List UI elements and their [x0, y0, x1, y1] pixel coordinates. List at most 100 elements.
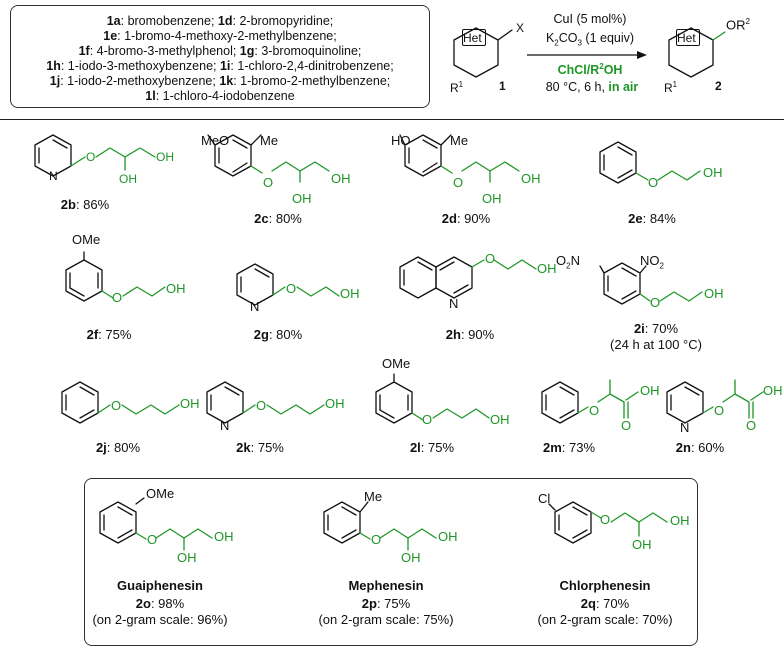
structure-2h	[399, 256, 537, 299]
legend-line-4: 1h: 1-iodo-3-methoxybenzene; 1i: 1-chlor…	[11, 59, 429, 73]
me-label-2d: Me	[450, 133, 469, 148]
oh2-label-2o: OH	[214, 529, 234, 544]
o-label-2i: O	[650, 295, 661, 310]
condition-base: K2CO3 (1 equiv)	[545, 31, 635, 48]
svg-text:N: N	[49, 169, 58, 183]
o-label-2l: O	[422, 412, 433, 427]
caption-2i: 2i: 70%	[633, 321, 679, 336]
legend-line-3: 1f: 4-bromo-3-methylphenol; 1g: 3-bromoq…	[11, 44, 429, 58]
ome-label-2o: OMe	[146, 486, 175, 501]
structure-2l	[375, 373, 490, 424]
caption-2o: 2o: 98%	[135, 596, 185, 611]
legend-id: 1e	[103, 29, 118, 43]
n-label-2k: N	[220, 418, 230, 433]
oh-label-2e: OH	[703, 165, 723, 180]
product-number: 2	[715, 79, 722, 93]
legend-line-2: 1e: 1-bromo-4-methoxy-2-methylbenzene;	[11, 29, 429, 43]
o-label-2d: O	[453, 175, 464, 190]
name-2q: Chlorphenesin	[559, 578, 651, 593]
me-label-2p: Me	[364, 489, 383, 504]
oh-label-2q: OH	[632, 537, 652, 552]
structure-2e	[599, 141, 701, 184]
no2-right-label-2i: NO2	[640, 253, 664, 271]
structure-2j	[61, 381, 180, 424]
caption-2m: 2m: 73%	[542, 440, 596, 455]
caption-2k: 2k: 75%	[236, 440, 284, 455]
caption-2p: 2p: 75%	[361, 596, 411, 611]
o2-label-2n: O	[746, 418, 757, 433]
o-label-2c: O	[263, 175, 274, 190]
legend-id: 1f	[78, 44, 90, 58]
structure-2d	[399, 134, 520, 183]
legend-line-5: 1j: 1-iodo-2-methoxybenzene; 1k: 1-bromo…	[11, 74, 429, 88]
oh-label-2j: OH	[180, 396, 200, 411]
caption-2c: 2c: 80%	[254, 211, 302, 226]
o-label-2k: O	[256, 398, 267, 413]
cl-label-2q: Cl	[538, 491, 551, 506]
legend-id: 1l	[145, 89, 156, 103]
caption-2j: 2j: 80%	[95, 440, 141, 455]
structure-2c	[207, 134, 330, 183]
product-het-label: Het	[677, 31, 696, 45]
legend-text: : 3-bromoquinoline;	[254, 44, 362, 58]
legend-id: 1k	[219, 74, 234, 88]
me-label-2c: Me	[260, 133, 279, 148]
structure-2g	[236, 263, 340, 306]
reaction-arrow	[527, 51, 647, 59]
ho-label-2d: HO	[391, 133, 411, 148]
oh2-label-2q: OH	[670, 513, 690, 528]
legend-text: : 1-chloro-2,4-dinitrobenzene;	[230, 59, 394, 73]
caption-2h: 2h: 90%	[445, 327, 495, 342]
het-box	[462, 29, 486, 46]
svg-text:OH: OH	[119, 172, 137, 186]
svg-text:OH: OH	[156, 150, 174, 164]
o-label-2g: O	[286, 281, 297, 296]
caption-2b: 2b: 86%	[60, 197, 110, 212]
condition-catalyst: CuI (5 mol%)	[553, 12, 627, 26]
legend-line-6: 1l: 1-chloro-4-iodobenzene	[11, 89, 429, 103]
legend-text: : bromobenzene;	[120, 14, 218, 28]
legend-id: 1a	[106, 14, 121, 28]
structure-2q	[548, 501, 668, 544]
svg-text:O: O	[86, 150, 95, 164]
r1-label: R1	[450, 80, 464, 95]
legend-text: : 1-iodo-2-methoxybenzene;	[60, 74, 220, 88]
x-label: X	[516, 21, 525, 35]
legend-text: : 1-bromo-2-methylbenzene;	[233, 74, 391, 88]
oh-label-2k: OH	[325, 396, 345, 411]
reactant-structure	[453, 27, 513, 78]
o-label-2n: O	[714, 403, 725, 418]
note-2q: (on 2-gram scale: 70%)	[537, 612, 673, 627]
caption-2e: 2e: 84%	[628, 211, 676, 226]
o-label-2m: O	[589, 403, 600, 418]
name-2p: Mephenesin	[348, 578, 424, 593]
note-2i: (24 h at 100 °C)	[610, 337, 702, 352]
note-2o: (on 2-gram scale: 96%)	[92, 612, 228, 627]
n-label-2n: N	[680, 420, 690, 435]
ome-label-2f: OMe	[72, 232, 101, 247]
caption-2f: 2f: 75%	[86, 327, 132, 342]
condition-temperature: 80 °C, 6 h, in air	[545, 80, 639, 94]
structure-2b: O OH OH N	[34, 134, 174, 186]
oh2-label-2p: OH	[438, 529, 458, 544]
o-label-2q: O	[600, 512, 611, 527]
oh-label-2d: OH	[482, 191, 502, 206]
o-label-2h: O	[485, 251, 496, 266]
oh-label-2m: OH	[640, 383, 660, 398]
product-r1-label: R1	[664, 80, 678, 95]
structure-2i	[599, 262, 703, 305]
structure-2f	[65, 251, 166, 302]
section-divider	[0, 119, 784, 121]
caption-2n: 2n: 60%	[675, 440, 725, 455]
oh-label-2n: OH	[763, 383, 783, 398]
ome-label-2l: OMe	[382, 356, 411, 371]
product-or-label: OR2	[726, 17, 750, 33]
o-label-2p: O	[371, 532, 382, 547]
oh-label-2h: OH	[537, 261, 557, 276]
structure-2k	[206, 381, 325, 424]
legend-id: 1i	[219, 59, 231, 73]
legend-line-1: 1a: bromobenzene; 1d: 2-bromopyridine;	[11, 14, 429, 28]
no2-left-label-2i: O2N	[556, 253, 580, 271]
oh-label-2p: OH	[401, 550, 421, 565]
oh2-label-2d: OH	[521, 171, 541, 186]
